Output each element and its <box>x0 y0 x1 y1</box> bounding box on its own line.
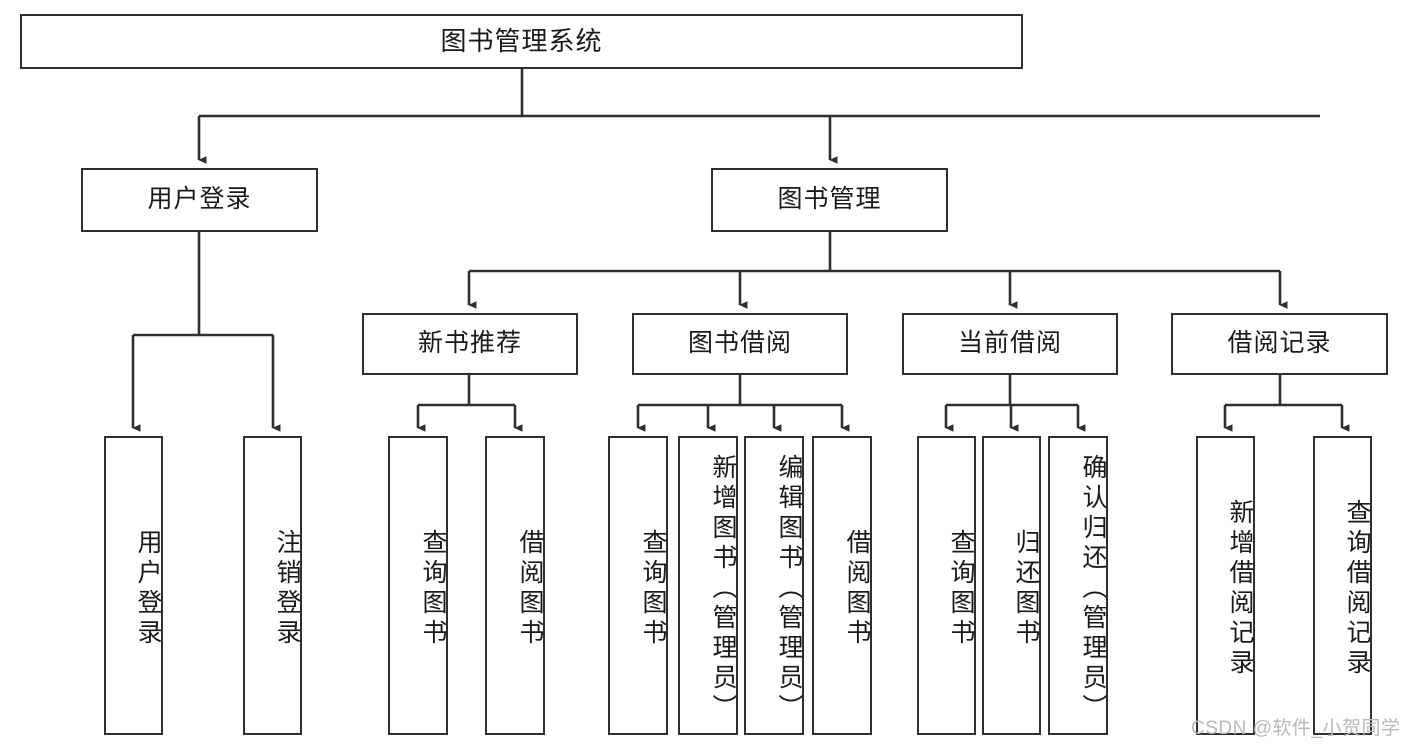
node-label: 新书推荐 <box>417 329 522 358</box>
leaf-record-add-borrow-record[interactable]: 新增借阅记录 <box>1196 436 1255 735</box>
node-borrow-record[interactable]: 借阅记录 <box>1171 313 1388 375</box>
leaf-borrow-borrow-book[interactable]: 借阅图书 <box>812 436 872 735</box>
node-current-borrow[interactable]: 当前借阅 <box>902 313 1118 375</box>
node-label: 图书借阅 <box>687 329 792 358</box>
node-label: 查询图书 <box>419 528 447 649</box>
node-user-login[interactable]: 用户登录 <box>81 168 318 232</box>
node-label: 新增借阅记录 <box>1226 498 1254 679</box>
leaf-borrow-add-book-admin[interactable]: 新增图书（管理员） <box>678 436 738 735</box>
leaf-recommend-query-book[interactable]: 查询图书 <box>388 436 448 735</box>
node-root-book-management-system[interactable]: 图书管理系统 <box>20 14 1023 69</box>
watermark: CSDN @软件_小贺同学 <box>1191 718 1401 739</box>
node-label: 编辑图书（管理员） <box>775 453 803 724</box>
node-label: 当前借阅 <box>957 329 1062 358</box>
leaf-recommend-borrow-book[interactable]: 借阅图书 <box>485 436 545 735</box>
node-label: 图书管理系统 <box>440 26 603 57</box>
node-label: 查询图书 <box>639 528 667 649</box>
node-label: 借阅图书 <box>516 528 544 649</box>
node-label: 确认归还（管理员） <box>1079 453 1107 724</box>
leaf-current-return-book[interactable]: 归还图书 <box>982 436 1041 735</box>
node-label: 用户登录 <box>147 185 252 214</box>
node-label: 查询借阅记录 <box>1343 498 1371 679</box>
node-book-borrow[interactable]: 图书借阅 <box>632 313 848 375</box>
node-label: 注销登录 <box>273 528 301 649</box>
node-new-book-recommend[interactable]: 新书推荐 <box>362 313 578 375</box>
node-label: 归还图书 <box>1012 528 1040 649</box>
leaf-borrow-edit-book-admin[interactable]: 编辑图书（管理员） <box>744 436 804 735</box>
node-label: 借阅图书 <box>843 528 871 649</box>
leaf-current-query-book[interactable]: 查询图书 <box>917 436 976 735</box>
leaf-user-login[interactable]: 用户登录 <box>104 436 163 735</box>
node-book-management[interactable]: 图书管理 <box>711 168 948 232</box>
leaf-user-logout[interactable]: 注销登录 <box>243 436 302 735</box>
leaf-current-confirm-return-admin[interactable]: 确认归还（管理员） <box>1048 436 1108 735</box>
leaf-record-query-borrow-record[interactable]: 查询借阅记录 <box>1313 436 1372 735</box>
node-label: 查询图书 <box>947 528 975 649</box>
leaf-borrow-query-book[interactable]: 查询图书 <box>608 436 668 735</box>
node-label: 新增图书（管理员） <box>709 453 737 724</box>
node-label: 图书管理 <box>777 185 882 214</box>
node-label: 借阅记录 <box>1227 329 1332 358</box>
node-label: 用户登录 <box>134 528 162 649</box>
